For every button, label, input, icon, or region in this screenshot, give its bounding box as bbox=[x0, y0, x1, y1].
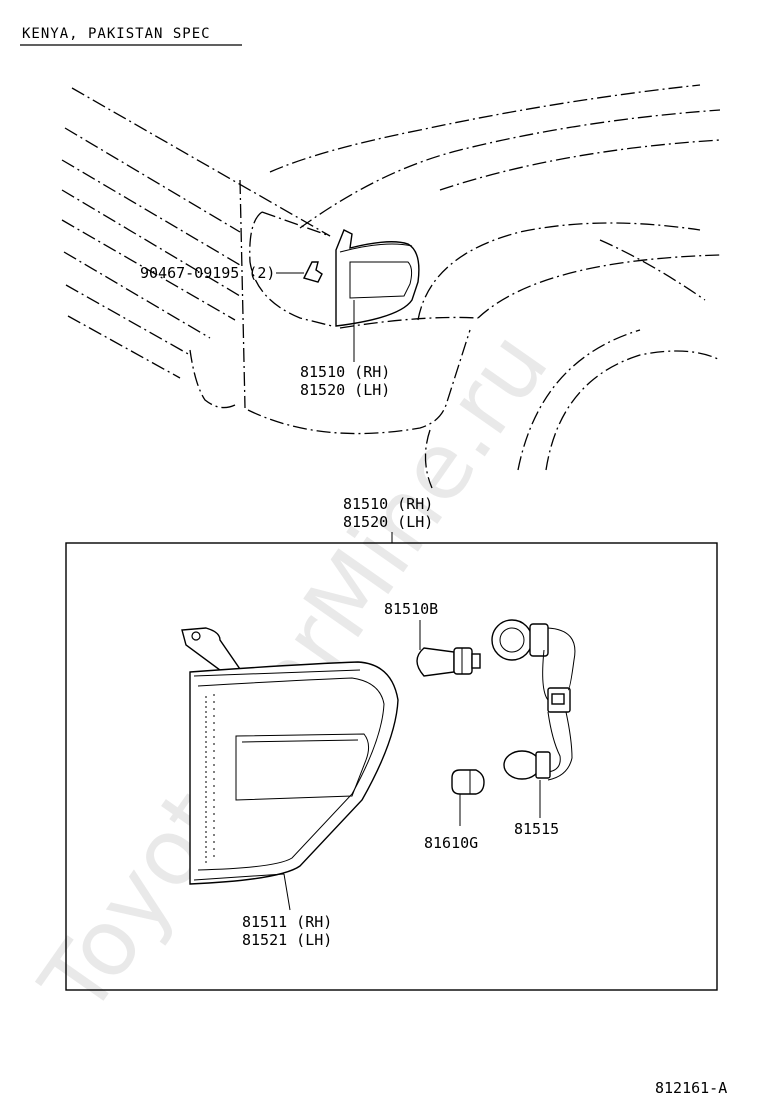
socket-number: 81515 bbox=[514, 820, 559, 838]
exploded-view-frame bbox=[65, 542, 718, 991]
diagram-code: 812161-A bbox=[655, 1079, 727, 1097]
lamp-lens-assembly bbox=[181, 627, 399, 885]
lens-rh-number: 81511 (RH) bbox=[242, 913, 332, 931]
bracket-hole bbox=[191, 631, 201, 641]
lamp-box-lh-number: 81520 (LH) bbox=[343, 513, 433, 531]
bulb-small-number: 81610G bbox=[424, 834, 478, 852]
lamp-box-rh-number: 81510 (RH) bbox=[343, 495, 433, 513]
bulb-main-icon bbox=[416, 647, 481, 677]
lamp-upper-rh-number: 81510 (RH) bbox=[300, 363, 390, 381]
lens-leader bbox=[283, 873, 291, 911]
bulb-main-number: 81510B bbox=[384, 600, 438, 618]
lamp-upper-lh-number: 81520 (LH) bbox=[300, 381, 390, 399]
clip-icon bbox=[302, 261, 323, 283]
vehicle-outline bbox=[61, 84, 721, 489]
corner-lamp-installed bbox=[335, 229, 420, 327]
bulb-small-icon bbox=[451, 769, 485, 795]
spec-title: KENYA, PAKISTAN SPEC bbox=[22, 26, 211, 42]
clip-part-number: 90467-09195 (2) bbox=[140, 264, 275, 282]
socket-harness bbox=[491, 619, 576, 781]
lens-lh-number: 81521 (LH) bbox=[242, 931, 332, 949]
